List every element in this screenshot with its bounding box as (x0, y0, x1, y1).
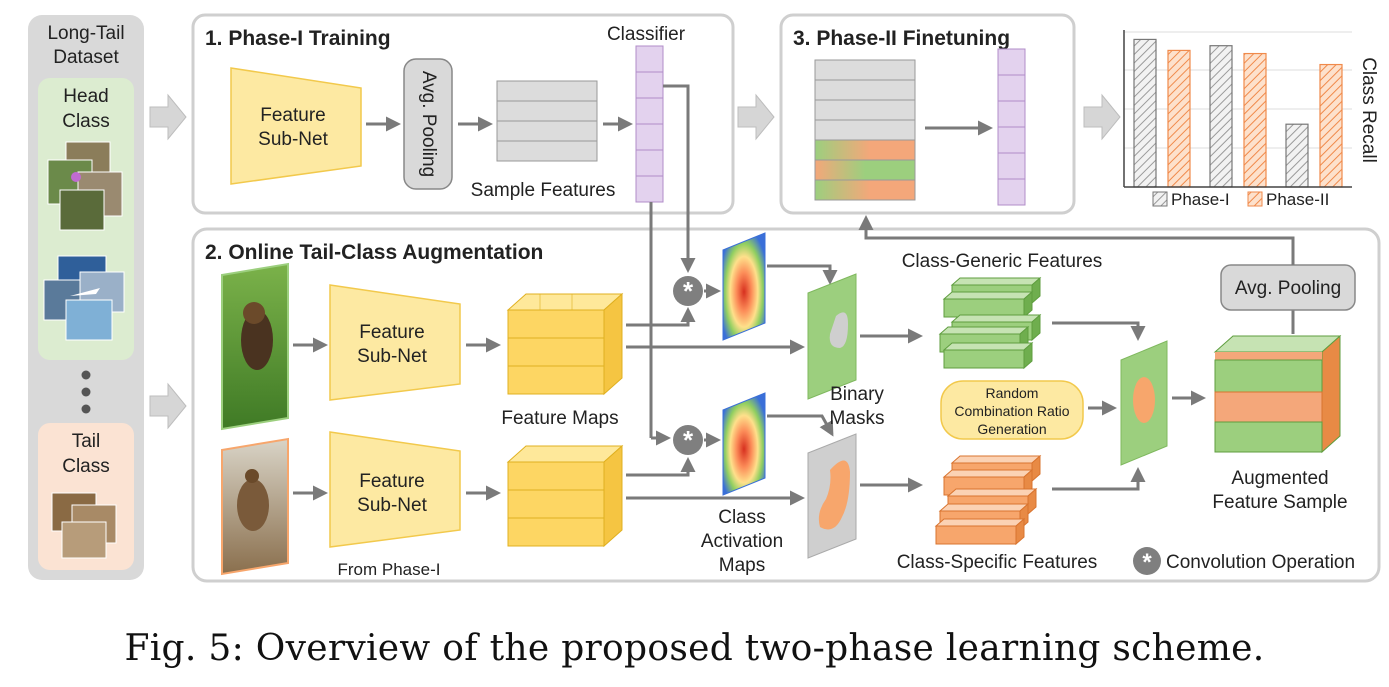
random-line3: Generation (977, 421, 1046, 437)
chart-axis-label: Class Recall (1358, 57, 1379, 163)
phase1-sample-features (496, 80, 598, 162)
phase1-to-phase2-arrow (737, 93, 775, 141)
phase2-classifier (997, 48, 1026, 206)
phase1-classifier (635, 45, 664, 203)
feature-subnet-top-line2: Sub-Net (357, 346, 427, 367)
recall-bar-phase2 (1243, 52, 1267, 188)
figure-caption: Fig. 5: Overview of the proposed two-pha… (124, 628, 1265, 669)
tail-image-stack (51, 492, 117, 559)
convolution-operation-icon (673, 276, 703, 306)
feature-subnet-top-line1: Feature (359, 322, 424, 343)
augmentation-avg-pooling (1220, 264, 1356, 311)
recall-bar-phase1 (1209, 45, 1233, 188)
random-line1: Random (986, 385, 1039, 401)
deer-input-image (221, 437, 289, 576)
convolution-operation-icon (673, 425, 703, 455)
head-image-stack-2 (43, 255, 125, 341)
recall-bar-phase2 (1319, 63, 1343, 188)
feature-maps-label: Feature Maps (501, 408, 618, 429)
class-generic-features (938, 276, 1042, 370)
cube-to-conv-arrow (626, 307, 696, 327)
specific-to-mask-arrow (1052, 467, 1146, 491)
tail-class-line1: Tail (72, 431, 101, 452)
combination-mask (1120, 340, 1168, 466)
recall-bar-phase1 (1133, 38, 1157, 188)
phase2-sample-features (814, 59, 916, 201)
cube-to-conv-arrow (626, 457, 696, 477)
class-generic-label: Class-Generic Features (902, 251, 1103, 272)
dataset-title-line2: Dataset (53, 47, 119, 68)
augmented-feature-sample (1213, 334, 1342, 454)
augmented-label-line2: Feature Sample (1212, 492, 1347, 513)
generic-to-mask-arrow (1052, 321, 1146, 341)
phase2-to-chart-arrow (1083, 93, 1121, 141)
legend-label-phase2: Phase-II (1266, 190, 1329, 209)
phase1-title: 1. Phase-I Training (205, 27, 391, 50)
dataset-title-line1: Long-Tail (47, 23, 124, 44)
classifier-to-conv-arrow (663, 84, 696, 273)
ellipsis-dot (81, 387, 91, 397)
phase1-avg-pooling (403, 58, 453, 190)
class-specific-label: Class-Specific Features (897, 552, 1098, 573)
convolution-legend-icon (1133, 547, 1161, 575)
class-specific-features (934, 454, 1042, 546)
cam-label-line1: Class (718, 507, 766, 528)
feature-map-cube-bottom (506, 444, 624, 548)
legend-swatch-phase1 (1152, 191, 1168, 207)
augmentation-title: 2. Online Tail-Class Augmentation (205, 241, 543, 264)
random-combination-ratio-box (940, 380, 1084, 440)
activation-map-bottom (722, 392, 766, 496)
phase2-title: 3. Phase-II Finetuning (793, 27, 1010, 50)
conv-symbol: * (683, 425, 694, 455)
tail-class-line2: Class (62, 456, 110, 477)
cam-to-mask-arrow (767, 414, 834, 437)
legend-swatch-phase2 (1247, 191, 1263, 207)
cam-label-line3: Maps (719, 555, 765, 576)
augmented-label-line1: Augmented (1231, 468, 1328, 489)
legend-label-phase1: Phase-I (1171, 190, 1230, 209)
dataset-to-phase1-arrow (149, 93, 187, 141)
head-class-line1: Head (63, 86, 108, 107)
feature-subnet-bottom-line2: Sub-Net (357, 495, 427, 516)
phase1-feature-subnet (230, 67, 362, 185)
random-line2: Combination Ratio (954, 403, 1069, 419)
activation-map-top (722, 232, 766, 341)
binary-mask-top (807, 273, 857, 400)
cam-to-mask-arrow (767, 264, 838, 285)
binary-masks-line1: Binary (830, 384, 884, 405)
dataset-to-augmentation-arrow (149, 382, 187, 430)
head-image-stack-1 (47, 141, 123, 231)
long-tail-dataset-panel: Long-Tail Dataset Head Class Tail Class (28, 15, 144, 580)
recall-bar-phase2 (1167, 49, 1191, 188)
phase1-classifier-label: Classifier (607, 24, 686, 45)
augmentation-feature-subnet-top (329, 284, 461, 401)
feature-subnet-bottom-line1: Feature (359, 471, 424, 492)
conv-legend-symbol: * (1142, 549, 1152, 576)
phase1-feature-subnet-line2: Sub-Net (258, 129, 328, 150)
recall-bar-phase1 (1285, 123, 1309, 188)
class-recall-chart: Class Recall Phase-I Phase-II (1123, 30, 1379, 209)
phase1-sample-features-label: Sample Features (471, 180, 616, 201)
binary-masks-line2: Masks (830, 408, 885, 429)
feedback-to-phase2-arrow (858, 215, 1295, 265)
ellipsis-dot (81, 404, 91, 414)
phase2-finetuning-box: 3. Phase-II Finetuning (779, 13, 1076, 215)
phase1-avg-pooling-label: Avg. Pooling (418, 71, 439, 177)
convolution-legend-label: Convolution Operation (1166, 552, 1355, 573)
binary-mask-bottom (807, 433, 857, 559)
feature-map-cube-top (506, 292, 624, 396)
dog-input-image (221, 262, 289, 431)
head-class-line2: Class (62, 111, 110, 132)
augmentation-feature-subnet-bottom (329, 431, 461, 548)
phase1-feature-subnet-line1: Feature (260, 105, 325, 126)
from-phase1-label: From Phase-I (338, 560, 441, 579)
augmentation-avg-pooling-label: Avg. Pooling (1235, 278, 1341, 299)
phase1-training-box: 1. Phase-I Training Feature Sub-Net Avg.… (191, 13, 735, 215)
ellipsis-dot (81, 370, 91, 380)
conv-symbol: * (683, 276, 694, 306)
cam-label-line2: Activation (701, 531, 783, 552)
